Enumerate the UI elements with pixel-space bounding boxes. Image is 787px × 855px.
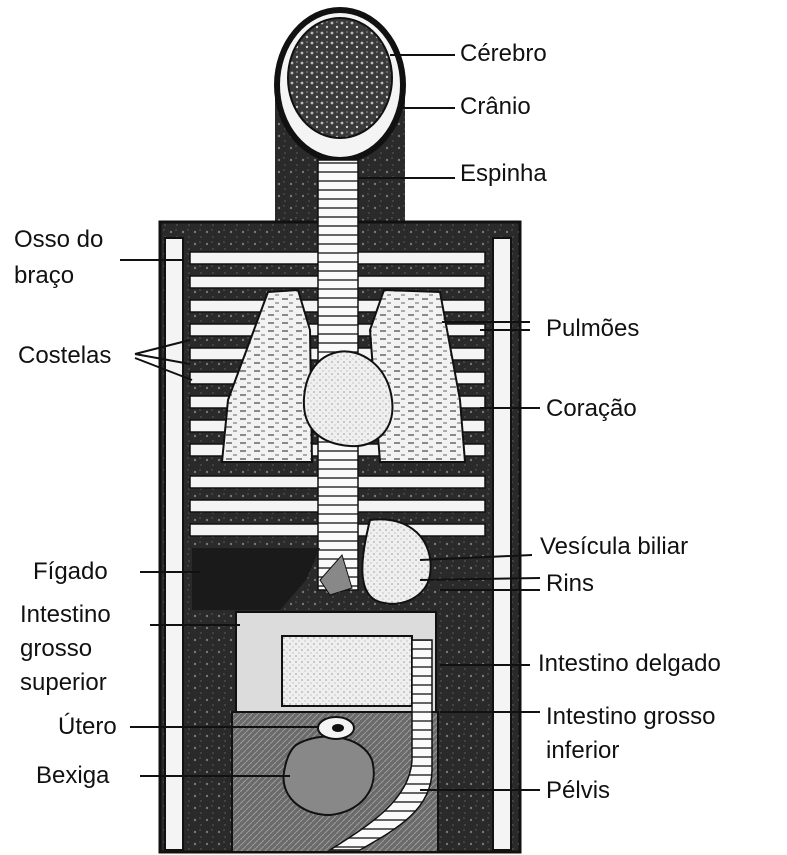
label-pelvis: Pélvis [546,777,610,805]
label-intestino-delgado: Intestino delgado [538,650,721,678]
label-pulmoes: Pulmões [546,315,639,343]
label-intestino-grosso-superior: Intestino grosso superior [20,598,160,700]
label-cerebro: Cérebro [460,40,547,68]
label-bexiga: Bexiga [36,762,109,790]
label-utero: Útero [58,713,117,741]
bladder [283,737,373,815]
label-coracao: Coração [546,395,637,423]
uterus-core [332,724,344,732]
label-figado: Fígado [33,558,108,586]
label-rins: Rins [546,570,594,598]
label-vesicula-biliar: Vesícula biliar [540,533,688,561]
label-osso-do-braco: Osso do braço [14,222,154,294]
arm-bone-left [165,238,183,850]
label-espinha: Espinha [460,160,547,188]
label-cranio: Crânio [460,93,531,121]
brain [288,18,392,138]
small-intestine [282,636,412,706]
label-costelas: Costelas [18,342,111,370]
label-intestino-grosso-inferior: Intestino grosso inferior [546,700,786,768]
